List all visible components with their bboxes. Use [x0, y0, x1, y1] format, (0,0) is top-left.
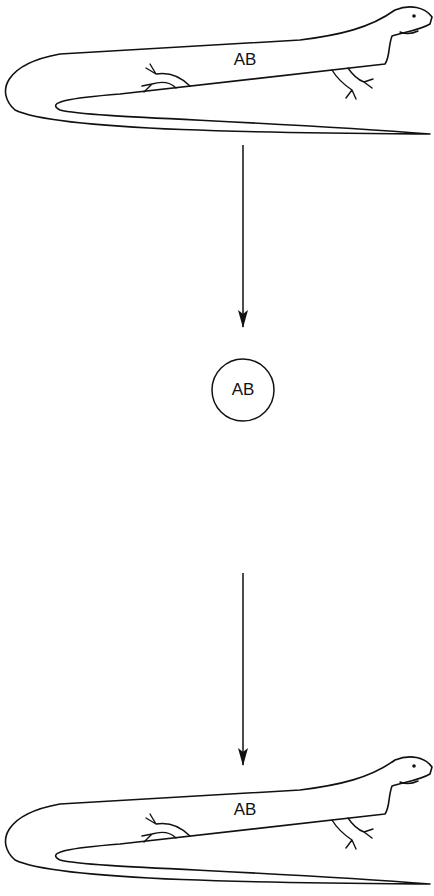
lizard-body — [5, 757, 432, 884]
lizard-outline — [0, 752, 434, 892]
genotype-label: AB — [232, 380, 255, 400]
lizard-limb — [400, 781, 418, 783]
lizard-figure: AB — [0, 752, 434, 892]
lizard-eye — [412, 764, 416, 768]
arrow-connector — [242, 145, 244, 327]
lizard-limb — [142, 814, 190, 842]
lizard-body — [5, 7, 432, 134]
arrow-connector — [242, 573, 244, 765]
cell-circle: AB — [210, 357, 276, 423]
lizard-figure: AB — [0, 2, 434, 142]
lizard-limb — [332, 68, 373, 99]
lizard-outline — [0, 2, 434, 142]
lizard-limb — [142, 64, 190, 92]
genotype-label: AB — [234, 50, 257, 70]
lizard-limb — [400, 31, 418, 33]
circle-shape — [212, 359, 274, 421]
lizard-limb — [332, 818, 373, 849]
genotype-label: AB — [234, 800, 257, 820]
lizard-eye — [412, 14, 416, 18]
